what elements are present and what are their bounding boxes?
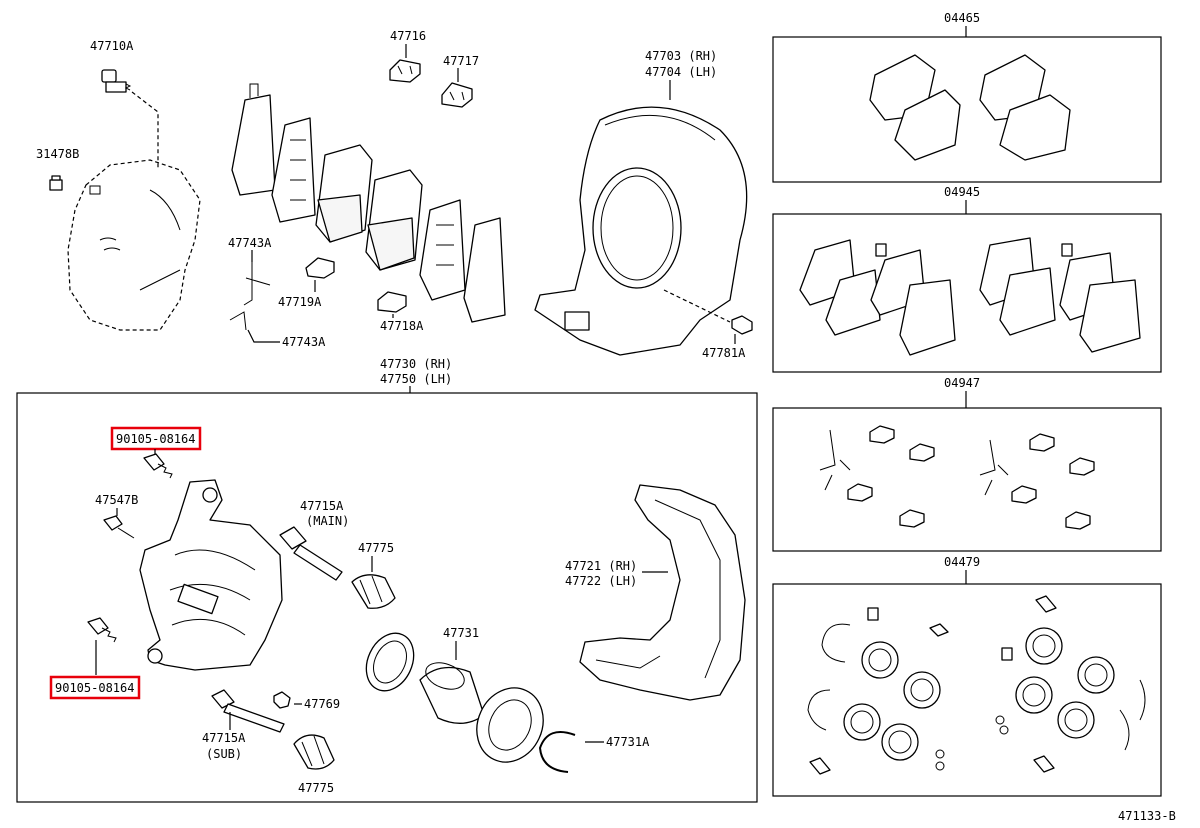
label-47730: 47730 (RH) [380,357,452,371]
slide-pin-main-part[interactable] [279,526,343,581]
kit-box-04945[interactable] [772,213,1162,373]
label-47717: 47717 [443,54,479,68]
caliper-body-dashed-part[interactable] [67,159,201,331]
seal-ring-part[interactable] [357,626,422,699]
bolt-47710A-part[interactable] [101,69,132,93]
label-47775-top: 47775 [358,541,394,555]
label-47710A: 47710A [90,39,134,53]
label-47547B: 47547B [95,493,138,507]
piston-47731-part[interactable] [419,658,485,724]
caliper-bracket-part[interactable] [579,484,746,701]
snap-ring-47731A-part[interactable] [538,731,576,773]
label-47715A-main: 47715A [300,499,344,513]
label-90105-08164-bottom[interactable]: 90105-08164 [55,681,134,695]
label-47721: 47721 (RH) [565,559,637,573]
bolt-47781A-part[interactable] [731,315,753,335]
kit-04945-shims-part [799,237,1141,356]
label-kit-04945: 04945 [944,185,980,199]
label-main: (MAIN) [306,514,349,528]
label-kit-04465: 04465 [944,11,980,25]
label-90105-08164-top[interactable]: 90105-08164 [116,432,195,446]
bolt-90105-bottom-part[interactable] [87,617,117,643]
brake-pad-inner-part[interactable] [365,169,423,271]
clip-47718A-part[interactable] [377,291,407,313]
spring-47743A-part[interactable] [229,262,271,331]
boot-47775-top-part[interactable] [351,574,396,609]
label-47775-bottom: 47775 [298,781,334,795]
boot-47775-bottom-part[interactable] [293,734,335,770]
label-47716: 47716 [390,29,426,43]
cap-31478B-part[interactable] [49,175,63,191]
label-47703: 47703 (RH) [645,49,717,63]
label-47704: 47704 (LH) [645,65,717,79]
piston-boot-part[interactable] [465,677,555,773]
clip-47717-part[interactable] [441,82,473,108]
label-47731A: 47731A [606,735,650,749]
label-47719A: 47719A [278,295,322,309]
bolt-90105-top-part[interactable] [143,453,173,479]
diagram-id: 471133-B [1118,809,1176,823]
clip-47716-part[interactable] [389,59,421,83]
shim-inner-2-part[interactable] [419,199,466,301]
label-47715A-sub: 47715A [202,731,246,745]
label-47718A: 47718A [380,319,424,333]
label-47781A: 47781A [702,346,746,360]
bleeder-47547B-part[interactable] [103,515,135,539]
clip-47719A-part[interactable] [305,257,335,279]
leader-47710A [131,91,159,170]
label-31478B: 31478B [36,147,79,161]
brake-pad-outer-part[interactable] [315,144,373,243]
label-sub: (SUB) [206,747,242,761]
highlight-90105-top [110,426,202,451]
label-47731: 47731 [443,626,479,640]
kit-box-04465[interactable] [772,36,1162,183]
label-47750: 47750 (LH) [380,372,452,386]
kit-box-04479[interactable] [772,583,1162,797]
caliper-assembly-box [16,392,758,803]
kit-04465-pads-part [869,54,1071,161]
bushing-47769-part[interactable] [273,691,291,709]
label-47743A-top: 47743A [228,236,272,250]
label-47722: 47722 (LH) [565,574,637,588]
label-kit-04947: 04947 [944,376,980,390]
label-47769: 47769 [304,697,340,711]
shim-outer-part[interactable] [231,83,276,196]
dust-shield-part[interactable] [534,106,748,356]
kit-04479-seals-part [807,595,1146,775]
kit-04947-clips-part [819,425,1095,530]
caliper-body-part[interactable] [139,479,283,671]
highlight-90105-bottom [49,675,141,700]
kit-box-04947[interactable] [772,407,1162,552]
slide-pin-sub-part[interactable] [211,689,285,733]
label-47743A-bottom: 47743A [282,335,326,349]
shim-inner-3-part[interactable] [463,217,506,323]
shim-inner-part[interactable] [271,117,316,223]
label-kit-04479: 04479 [944,555,980,569]
